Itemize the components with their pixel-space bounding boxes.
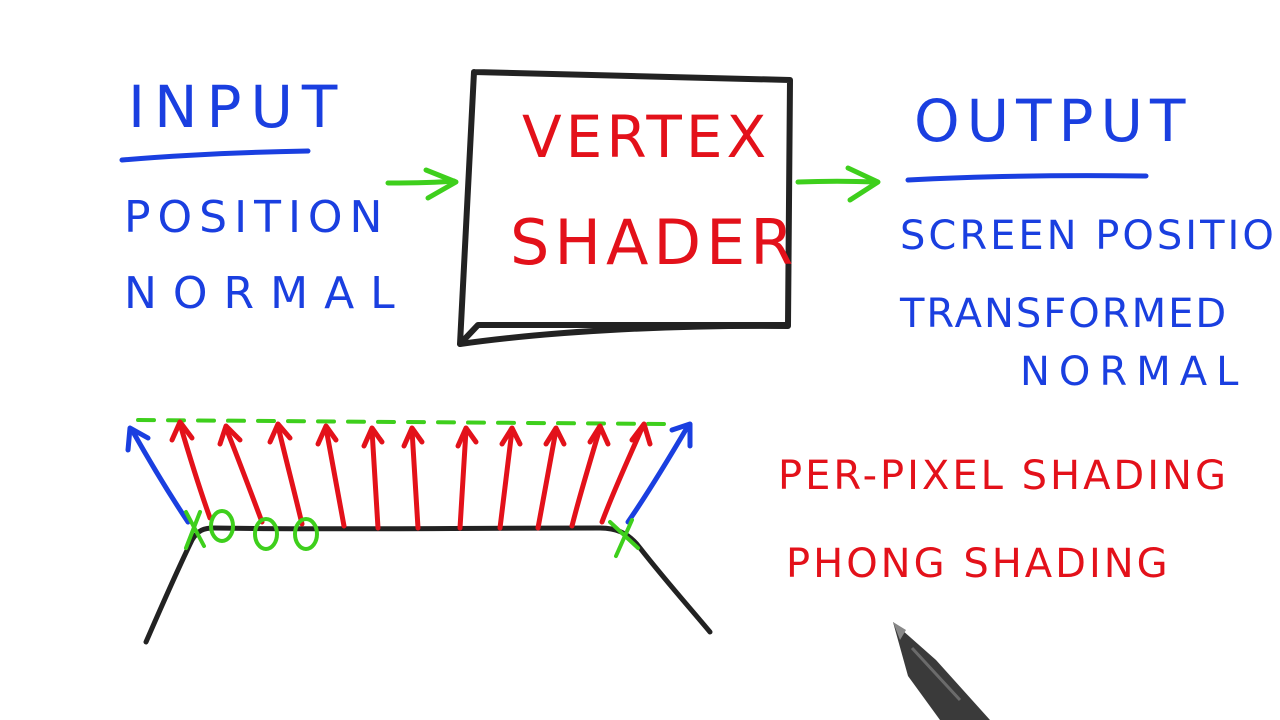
- input-heading: INPUT: [128, 73, 347, 141]
- right-arrow-icon: [795, 165, 881, 203]
- shader-title-line-2: SHADER: [510, 206, 799, 279]
- output-underline: [905, 173, 1149, 183]
- vertex-normal-left: [125, 425, 191, 525]
- output-heading: OUTPUT: [914, 87, 1193, 155]
- interpolated-normals: [169, 419, 653, 531]
- vertex-normal-right: [625, 421, 693, 525]
- output-item-transformed: TRANSFORMED: [900, 291, 1229, 337]
- input-underline: [119, 148, 311, 163]
- right-arrow-icon: [385, 167, 459, 201]
- surface-curve: [143, 525, 713, 645]
- phong-shading-label: PHONG SHADING: [786, 541, 1171, 587]
- vertex-shader-box-bottom: [457, 322, 791, 347]
- input-item-normal: NORMAL: [124, 268, 411, 319]
- vertex-markers: [184, 509, 640, 558]
- dashed-guide-line: [136, 418, 668, 426]
- vertex-shader-box: [457, 69, 793, 347]
- input-item-position: POSITION: [124, 192, 390, 243]
- output-item-normal: NORMAL: [1020, 349, 1248, 395]
- per-pixel-shading-label: PER-PIXEL SHADING: [778, 453, 1229, 499]
- shader-title-line-1: VERTEX: [522, 103, 771, 171]
- output-item-screen-position: SCREEN POSITION: [900, 213, 1280, 259]
- pen-icon: [893, 622, 990, 720]
